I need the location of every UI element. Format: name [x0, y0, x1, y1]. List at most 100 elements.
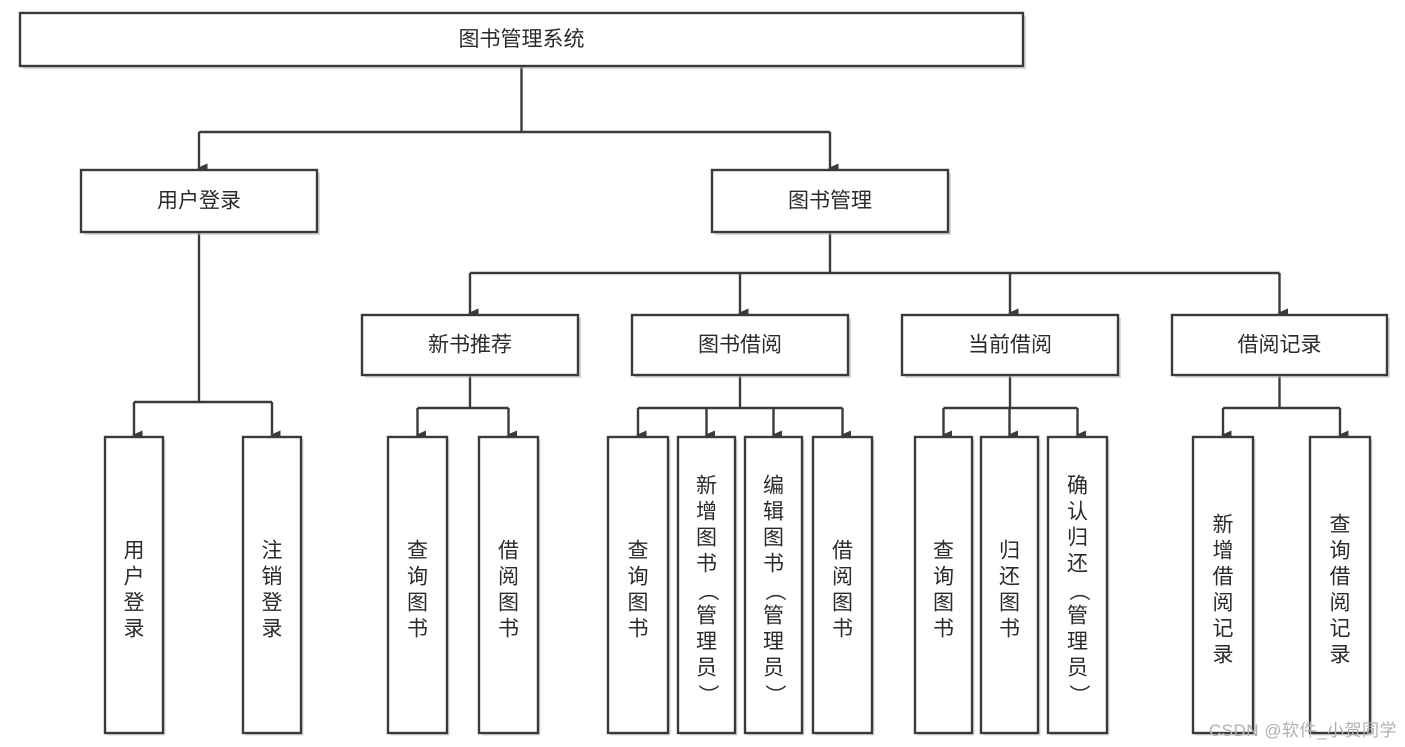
leaf-label-char: ）	[1067, 684, 1090, 705]
leaf-label-char: 管	[696, 604, 717, 627]
leaf-label-char: 书	[628, 617, 649, 640]
leaf-label-char: 员	[763, 656, 784, 679]
leaf-label-char: 图	[999, 591, 1020, 614]
leaf-label-char: （	[763, 580, 786, 601]
leaf-label-char: 录	[262, 617, 283, 640]
leaf-label-char: （	[1067, 580, 1090, 601]
leaf-label-char: 查	[1330, 513, 1351, 536]
leaf-label-char: 查	[407, 539, 428, 562]
leaf-label-char: 登	[124, 591, 145, 614]
leaf-label-char: 理	[763, 630, 784, 653]
leaf-rect[interactable]	[606, 435, 670, 735]
leaf-label-char: 询	[407, 565, 428, 588]
leaf-rect[interactable]	[811, 435, 874, 735]
leaf-label-char: 图	[407, 591, 428, 614]
leaf-label-char: 还	[1067, 552, 1088, 575]
leaf-label-char: 查	[933, 539, 954, 562]
leaf-rect[interactable]	[1046, 435, 1109, 735]
leaf-label-char: 图	[832, 591, 853, 614]
leaf-label-char: ）	[696, 684, 719, 705]
leaf-label-char: 注	[262, 539, 283, 562]
leaf-label-char: 增	[696, 500, 717, 523]
leaf-label-char: 书	[999, 617, 1020, 640]
node-rect[interactable]	[79, 168, 319, 234]
leaf-label-char: 阅	[1213, 591, 1234, 614]
node-level3-当前借阅[interactable]: 当前借阅	[900, 313, 1121, 378]
node-rect[interactable]	[18, 11, 1025, 68]
node-label: 图书管理	[788, 190, 872, 213]
leaf-rect[interactable]	[913, 435, 974, 735]
leaf-rect[interactable]	[386, 435, 449, 735]
leaf-label-char: 辑	[763, 500, 784, 523]
leaf-label-char: 员	[696, 656, 717, 679]
leaf-label-char: 阅	[1330, 591, 1351, 614]
leaf-label-char: 录	[1213, 643, 1234, 666]
node-rect[interactable]	[630, 313, 850, 377]
leaf-label-char: 归	[1067, 526, 1088, 549]
leaf-label-char: 用	[124, 539, 145, 562]
leaf-rect[interactable]	[979, 435, 1040, 735]
leaf-label-char: 书	[407, 617, 428, 640]
node-rect[interactable]	[1170, 313, 1389, 377]
leaf-label-char: 图	[498, 591, 519, 614]
node-rect[interactable]	[900, 313, 1120, 377]
leaf-label-char: 增	[1213, 539, 1234, 562]
node-level2-用户登录[interactable]: 用户登录	[79, 168, 320, 235]
leaf-label-char: 询	[933, 565, 954, 588]
node-rect[interactable]	[710, 168, 950, 234]
leaf-label-char: 新	[1213, 513, 1234, 536]
leaf-label-char: 记	[1213, 617, 1234, 640]
node-boxes: 图书管理系统用户登录图书管理新书推荐图书借阅当前借阅借阅记录用户登录注销登录查询…	[18, 11, 1390, 736]
leaf-label-char: 书	[832, 617, 853, 640]
node-level3-借阅记录[interactable]: 借阅记录	[1170, 313, 1390, 378]
leaf-label-char: 图	[628, 591, 649, 614]
node-label: 当前借阅	[968, 334, 1052, 357]
node-label: 新书推荐	[428, 334, 512, 357]
leaf-label-char: 管	[1067, 604, 1088, 627]
leaf-rect[interactable]	[241, 435, 303, 735]
leaf-rect[interactable]	[676, 435, 737, 735]
node-root-图书管理系统[interactable]: 图书管理系统	[18, 11, 1026, 69]
leaf-label-char: 书	[498, 617, 519, 640]
node-rect[interactable]	[360, 313, 580, 377]
leaf-label-char: 录	[124, 617, 145, 640]
connector-lines	[132, 66, 1349, 440]
leaf-label-char: 书	[763, 552, 784, 575]
node-level2-图书管理[interactable]: 图书管理	[710, 168, 951, 235]
leaf-label-char: 归	[999, 539, 1020, 562]
leaf-label-char: 借	[498, 539, 519, 562]
leaf-label-char: 查	[628, 539, 649, 562]
leaf-label-char: 借	[832, 539, 853, 562]
leaf-node-用户登录-0[interactable]: 用户登录	[103, 435, 166, 736]
leaf-label-char: 询	[1330, 539, 1351, 562]
leaf-label-char: 记	[1330, 617, 1351, 640]
node-level3-新书推荐[interactable]: 新书推荐	[360, 313, 581, 378]
leaf-label-char: 图	[696, 526, 717, 549]
leaf-label-char: 理	[1067, 630, 1088, 653]
node-label: 图书管理系统	[459, 28, 585, 51]
leaf-label-char: 阅	[832, 565, 853, 588]
leaf-label-char: 登	[262, 591, 283, 614]
leaf-label-char: 借	[1213, 565, 1234, 588]
leaf-label-char: 阅	[498, 565, 519, 588]
leaf-rect[interactable]	[477, 435, 540, 735]
leaf-rect[interactable]	[1308, 435, 1372, 735]
leaf-rect[interactable]	[743, 435, 804, 735]
node-level3-图书借阅[interactable]: 图书借阅	[630, 313, 851, 378]
leaf-rect[interactable]	[103, 435, 165, 735]
leaf-rect[interactable]	[1191, 435, 1255, 735]
